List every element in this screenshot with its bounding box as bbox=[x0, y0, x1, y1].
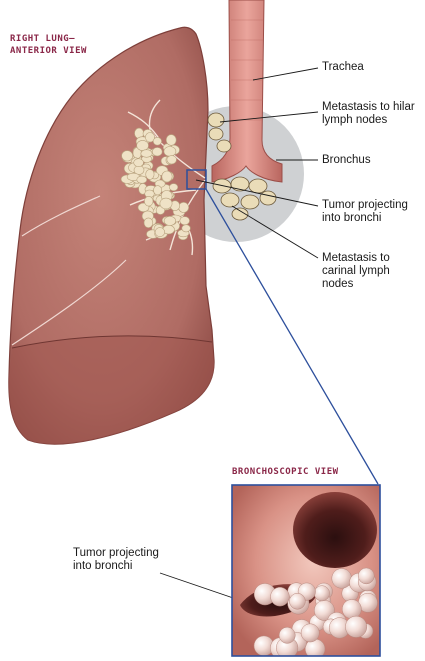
tumor-lobule bbox=[153, 185, 162, 196]
main-title-line1: RIGHT LUNG— bbox=[10, 34, 76, 44]
tumor-lobule bbox=[136, 140, 149, 151]
hilar-lymph-nodes bbox=[207, 112, 232, 153]
tumor-lobule bbox=[178, 201, 189, 213]
label-hilar-lymph-nodes: Metastasis to hilar lymph nodes bbox=[322, 101, 415, 127]
bronchoscopic-inset bbox=[232, 485, 380, 656]
inset-tumor-lobule bbox=[358, 567, 375, 585]
label-inset-tumor-line2: into bronchi bbox=[73, 560, 133, 572]
tumor-lobule bbox=[154, 227, 165, 237]
lung-fissure-middle bbox=[11, 259, 127, 346]
tumor-lobule bbox=[161, 170, 173, 183]
tumor-lobule bbox=[165, 134, 177, 146]
inset-tumor-lobule bbox=[313, 585, 330, 602]
label-carinal-line2: carinal lymph bbox=[322, 265, 390, 277]
tumor-lobule bbox=[140, 149, 153, 158]
lower-lobe-shading bbox=[8, 335, 215, 445]
label-tumor-line2: into bronchi bbox=[322, 212, 382, 224]
label-tumor-line1: Tumor projecting bbox=[322, 199, 408, 211]
tumor-lobule bbox=[133, 158, 144, 167]
trachea-tube bbox=[211, 0, 283, 183]
tumor-mass bbox=[120, 127, 191, 241]
trachea-rings bbox=[231, 19, 263, 121]
label-inset-tumor: Tumor projecting into bronchi bbox=[73, 547, 159, 573]
inset-tumor-lobule bbox=[345, 615, 368, 638]
label-carinal-lymph-nodes: Metastasis to carinal lymph nodes bbox=[322, 252, 390, 291]
label-trachea: Trachea bbox=[322, 61, 364, 73]
tumor-lobule bbox=[163, 215, 176, 226]
tumor-lobule bbox=[163, 146, 177, 157]
label-carinal-line3: nodes bbox=[322, 278, 354, 290]
carinal-lymph-nodes bbox=[212, 176, 277, 221]
inset-tumor-lobule bbox=[278, 626, 296, 644]
tumor-lobule bbox=[159, 197, 173, 210]
label-carinal-line1: Metastasis to bbox=[322, 252, 390, 264]
tumor-lobule bbox=[136, 175, 148, 184]
tumor-lobule bbox=[145, 132, 155, 143]
tumor-lobule bbox=[143, 217, 154, 229]
tumor-lobule bbox=[121, 150, 134, 162]
tumor-lobule bbox=[152, 137, 162, 146]
tumor-lobule bbox=[179, 216, 190, 226]
tumor-lobule bbox=[166, 155, 177, 165]
main-title-line2: ANTERIOR VIEW bbox=[10, 46, 87, 56]
bronchus-opening-upper bbox=[293, 492, 377, 568]
inset-frame bbox=[231, 484, 381, 657]
label-hilar-line2: lymph nodes bbox=[322, 114, 388, 126]
tumor-lobule bbox=[181, 224, 191, 233]
label-bronchus: Bronchus bbox=[322, 154, 371, 166]
inset-title: BRONCHOSCOPIC VIEW bbox=[232, 467, 339, 477]
inset-tumor-lobule bbox=[289, 593, 306, 610]
tumor-lobule bbox=[144, 196, 154, 207]
main-title: RIGHT LUNG— ANTERIOR VIEW bbox=[10, 33, 87, 57]
magnify-box bbox=[186, 169, 207, 190]
inset-tumor-lobule bbox=[300, 623, 320, 643]
label-hilar-line1: Metastasis to hilar bbox=[322, 101, 415, 113]
inset-tumor-lobule bbox=[341, 599, 362, 619]
tumor-lobule bbox=[169, 183, 179, 192]
inset-tumor-lobule bbox=[270, 587, 290, 607]
label-tumor-projecting: Tumor projecting into bronchi bbox=[322, 199, 408, 225]
tumor-lobule bbox=[145, 169, 155, 180]
inset-tumor bbox=[253, 567, 378, 656]
lung-fissure-upper bbox=[21, 195, 101, 237]
tumor-lobule bbox=[152, 147, 163, 157]
label-inset-tumor-line1: Tumor projecting bbox=[73, 547, 159, 559]
lung-fissure-lower bbox=[11, 335, 213, 349]
inset-tumor-lobule bbox=[331, 568, 352, 589]
magnify-connector bbox=[205, 188, 379, 485]
